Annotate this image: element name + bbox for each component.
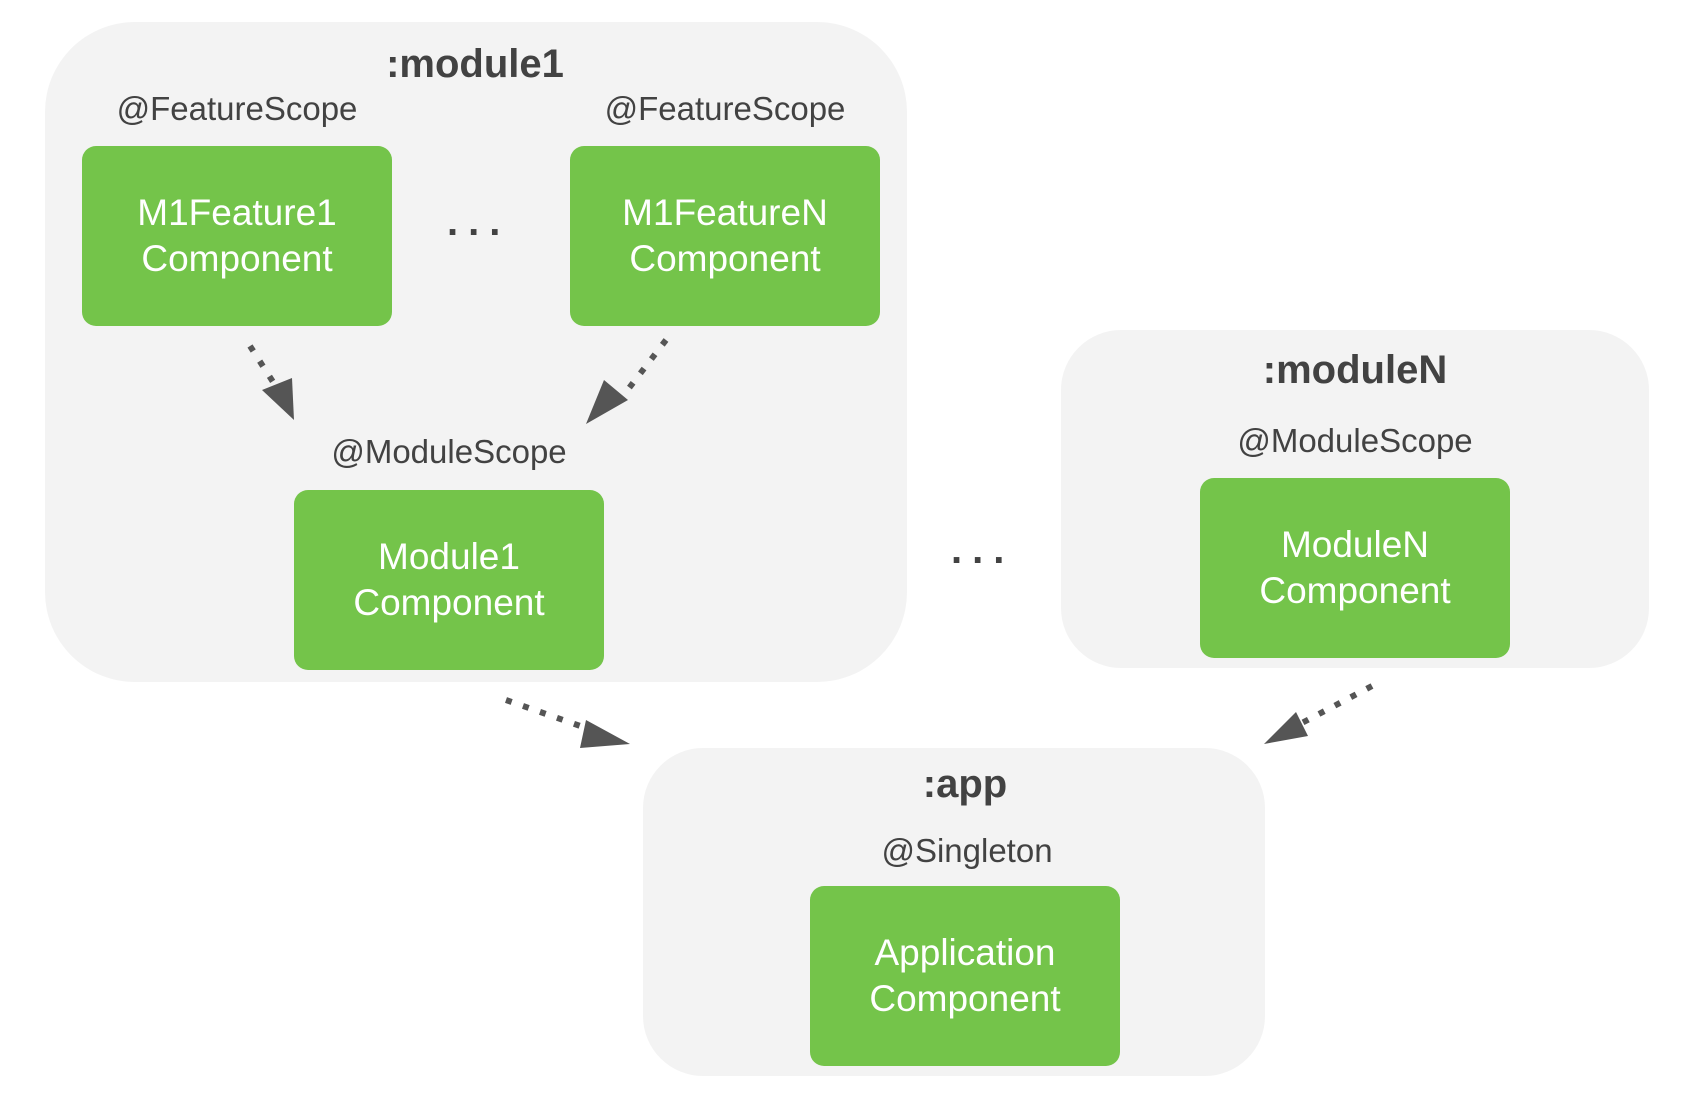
moduleN-component[interactable]: ModuleN Component <box>1200 478 1510 658</box>
m1featureN-component[interactable]: M1FeatureN Component <box>570 146 880 326</box>
m1feature1-component[interactable]: M1Feature1 Component <box>82 146 392 326</box>
moduleN-scope-label: @ModuleScope <box>1237 422 1473 459</box>
moduleN-component-line1: ModuleN <box>1280 524 1430 565</box>
m1featureN-component-line2: Component <box>629 238 821 279</box>
m1feature1-component-line2: Component <box>141 238 333 279</box>
arrowhead <box>262 378 294 420</box>
feature1-scope-label: @FeatureScope <box>116 90 358 127</box>
module1-component-line2: Component <box>353 582 545 623</box>
featureN-scope-label: @FeatureScope <box>604 90 846 127</box>
moduleN-component-line2: Component <box>1259 570 1451 611</box>
arrowhead <box>586 380 628 424</box>
arrow-moduleN-to-app <box>1264 683 1374 744</box>
app-title: :app <box>922 762 1008 806</box>
arrowhead <box>580 720 630 748</box>
module1-component-line1: Module1 <box>378 536 520 577</box>
module1-title: :module1 <box>386 42 564 86</box>
application-component-line1: Application <box>874 932 1056 973</box>
feature-ellipsis: ... <box>447 200 511 244</box>
app-scope-label: @Singleton <box>881 832 1053 869</box>
arrowhead <box>1264 712 1308 744</box>
module1-scope-label: @ModuleScope <box>331 433 567 470</box>
arrow-featureN-to-module1 <box>586 338 669 424</box>
module-ellipsis: ... <box>951 528 1015 572</box>
module1-component[interactable]: Module1 Component <box>294 490 604 670</box>
arrow-module1-to-app <box>505 697 630 748</box>
m1featureN-component-line1: M1FeatureN <box>622 192 828 233</box>
application-component[interactable]: Application Component <box>810 886 1120 1066</box>
arrow-feature1-to-module1 <box>247 344 294 420</box>
moduleN-title: :moduleN <box>1262 348 1448 392</box>
application-component-line2: Component <box>869 978 1061 1019</box>
m1feature1-component-line1: M1Feature1 <box>137 192 337 233</box>
